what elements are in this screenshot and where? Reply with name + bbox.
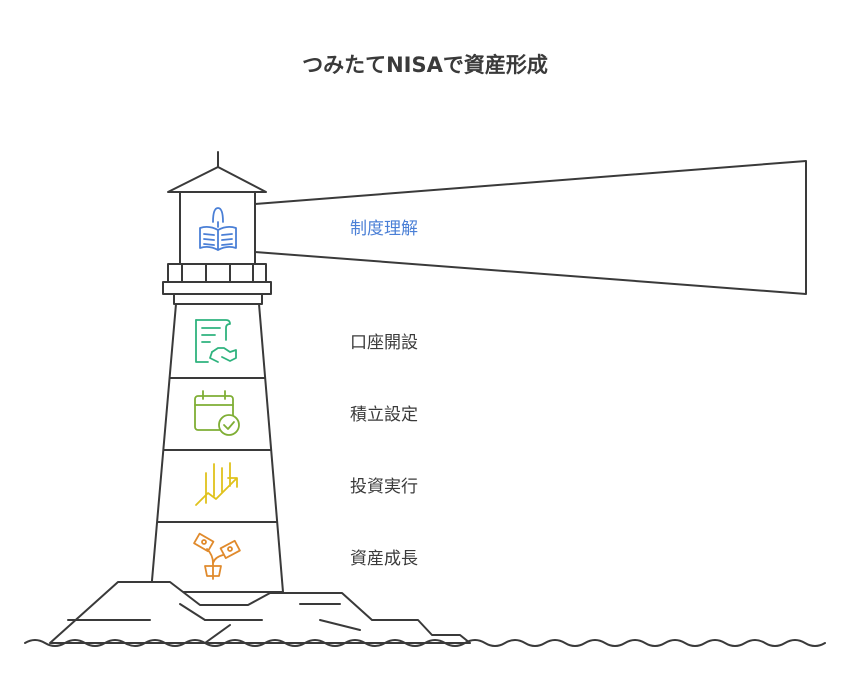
- step-label-investment: 投資実行: [350, 477, 418, 497]
- diagram-title: つみたてNISAで資産形成: [302, 53, 548, 77]
- gallery-base: [173, 293, 263, 305]
- step-label-system-understanding: 制度理解: [350, 219, 418, 239]
- calendar-check-icon: [194, 390, 240, 436]
- lighthouse-roof: [167, 166, 267, 193]
- book-reader-icon: [199, 207, 237, 251]
- rocks: [49, 581, 471, 644]
- sea-waves: [24, 639, 826, 647]
- growth-arrow-icon: [195, 462, 238, 506]
- step-label-plan-setup: 積立設定: [350, 405, 418, 425]
- light-beam: [254, 160, 807, 295]
- step-label-account-opening: 口座開設: [350, 333, 418, 353]
- tower-body: [150, 303, 284, 593]
- contract-handshake-icon: [195, 319, 237, 363]
- step-label-asset-growth: 資産成長: [350, 549, 418, 569]
- lantern-room: [179, 191, 256, 265]
- gallery-platform: [162, 281, 272, 295]
- money-plant-icon: [193, 532, 241, 580]
